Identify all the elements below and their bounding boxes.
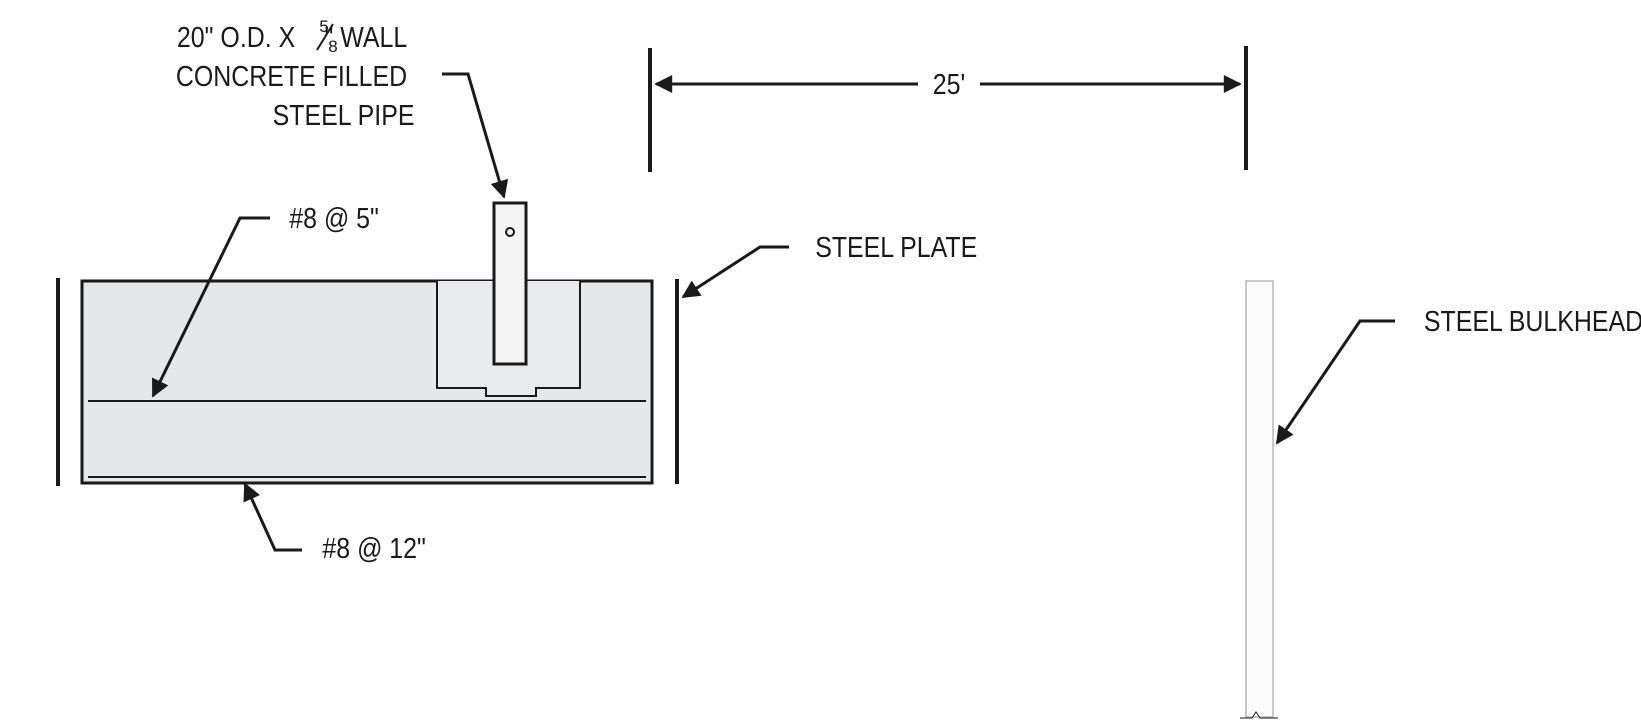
label-steel-pipe: 20" O.D. X " WALL 5 8 CONCRETE FILLED ST… bbox=[176, 17, 509, 199]
pipe-fraction-bar bbox=[316, 23, 334, 51]
steel-pipe bbox=[492, 201, 528, 366]
rebar-top-label: #8 @ 5" bbox=[289, 202, 379, 234]
label-rebar-top: #8 @ 5" bbox=[151, 202, 379, 398]
steel-bulkhead-label: STEEL BULKHEAD bbox=[1424, 305, 1641, 337]
label-rebar-bottom: #8 @ 12" bbox=[243, 482, 426, 564]
steel-bulkhead-leader bbox=[1275, 319, 1395, 445]
rebar-bottom-label: #8 @ 12" bbox=[322, 532, 425, 564]
dimension-label: 25' bbox=[933, 68, 965, 100]
pipe-label-line3: STEEL PIPE bbox=[273, 99, 415, 131]
pipe-fraction-numerator: 5 bbox=[319, 17, 328, 36]
pipe-fraction-denominator: 8 bbox=[328, 37, 337, 56]
bulkhead-break-icon bbox=[1240, 711, 1278, 719]
pipe-body bbox=[492, 201, 528, 366]
pipe-label-line2: CONCRETE FILLED bbox=[176, 60, 407, 92]
concrete-footing bbox=[56, 278, 679, 486]
pipe-label-line1: 20" O.D. X " WALL bbox=[177, 21, 407, 53]
label-steel-plate: STEEL PLATE bbox=[681, 231, 977, 299]
rebar-bottom-leader bbox=[243, 482, 302, 552]
steel-plate-leader bbox=[681, 245, 789, 299]
pipe-leader bbox=[442, 72, 509, 199]
label-steel-bulkhead: STEEL BULKHEAD bbox=[1275, 305, 1641, 445]
bulkhead-body bbox=[1245, 280, 1274, 718]
steel-bulkhead bbox=[1240, 280, 1278, 719]
rebar-top-leader bbox=[151, 216, 270, 398]
pipe-hole-icon bbox=[505, 227, 515, 237]
dimension-25ft: 25' bbox=[648, 46, 1248, 172]
steel-plate-label: STEEL PLATE bbox=[815, 231, 977, 263]
